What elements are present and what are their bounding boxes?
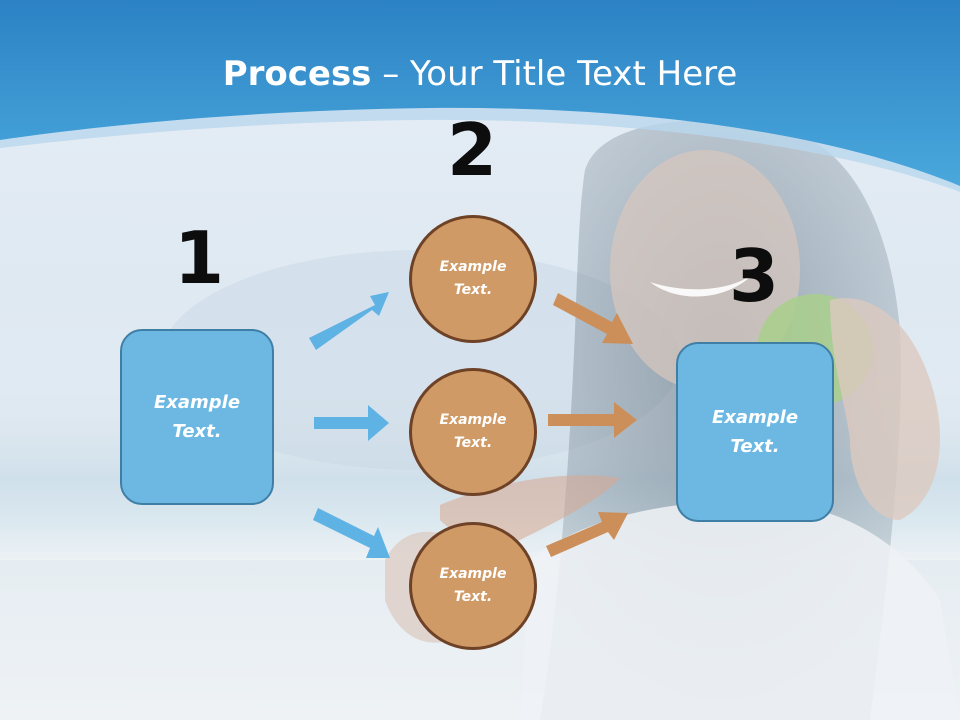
title-rest: – Your Title Text Here [371,54,738,94]
process-circle-1[interactable]: Example Text. [409,215,537,343]
process-box-start-text: Example Text. [153,392,241,442]
process-circle-2[interactable]: Example Text. [409,368,537,496]
process-box-end-text: Example Text. [711,407,799,457]
step-number-3: 3 [728,234,780,318]
process-box-end[interactable]: Example Text. [676,342,834,522]
slide-title: Process – Your Title Text Here [0,52,960,96]
step-number-1: 1 [173,216,225,300]
process-circle-2-text: Example Text. [439,412,507,451]
header-band [0,0,960,192]
process-box-start[interactable]: Example Text. [120,329,274,505]
process-circle-1-text: Example Text. [439,259,507,298]
process-circle-3-text: Example Text. [439,566,507,605]
step-number-2: 2 [446,108,498,192]
process-circle-3[interactable]: Example Text. [409,522,537,650]
title-bold: Process [222,54,372,94]
